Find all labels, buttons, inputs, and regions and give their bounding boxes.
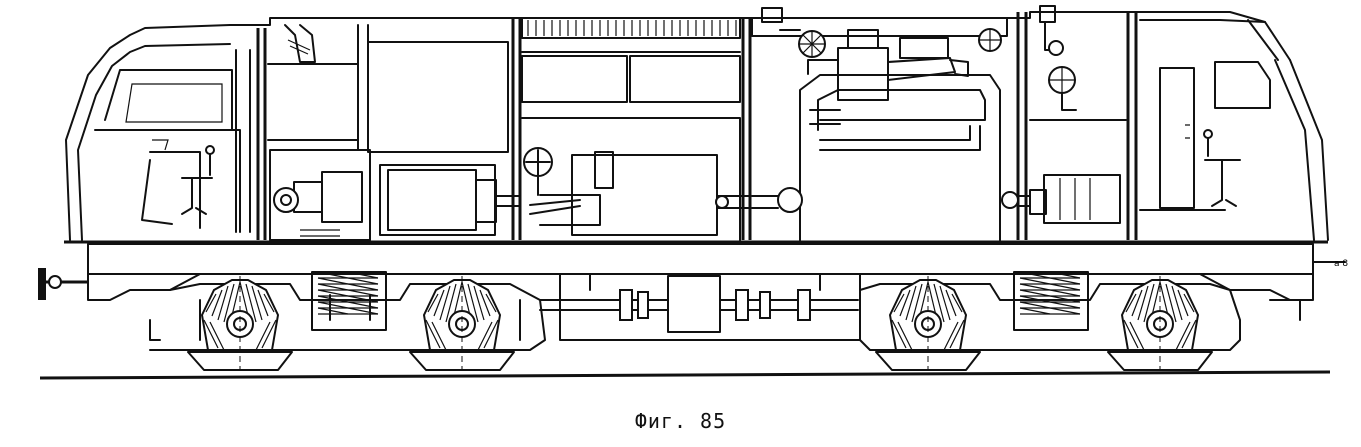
figure-caption: Фиг. 85	[634, 409, 727, 433]
rail	[39, 370, 1331, 380]
left-coupler	[38, 268, 88, 300]
left-cab	[94, 49, 251, 233]
right-cab	[1139, 19, 1271, 211]
fuel-tank-and-driveshaft	[539, 273, 861, 341]
radiator-section	[521, 17, 751, 241]
svg-text:a 8: a 8	[1334, 259, 1348, 269]
right-machinery	[1001, 5, 1127, 224]
right-bogie	[859, 271, 1301, 371]
auxiliary-machinery	[267, 24, 521, 241]
body-outline	[64, 11, 1329, 301]
compartment-walls	[256, 12, 1138, 240]
right-coupler: a 8	[1312, 259, 1348, 269]
turbocharger-section	[751, 7, 1008, 241]
left-bogie	[149, 271, 546, 371]
